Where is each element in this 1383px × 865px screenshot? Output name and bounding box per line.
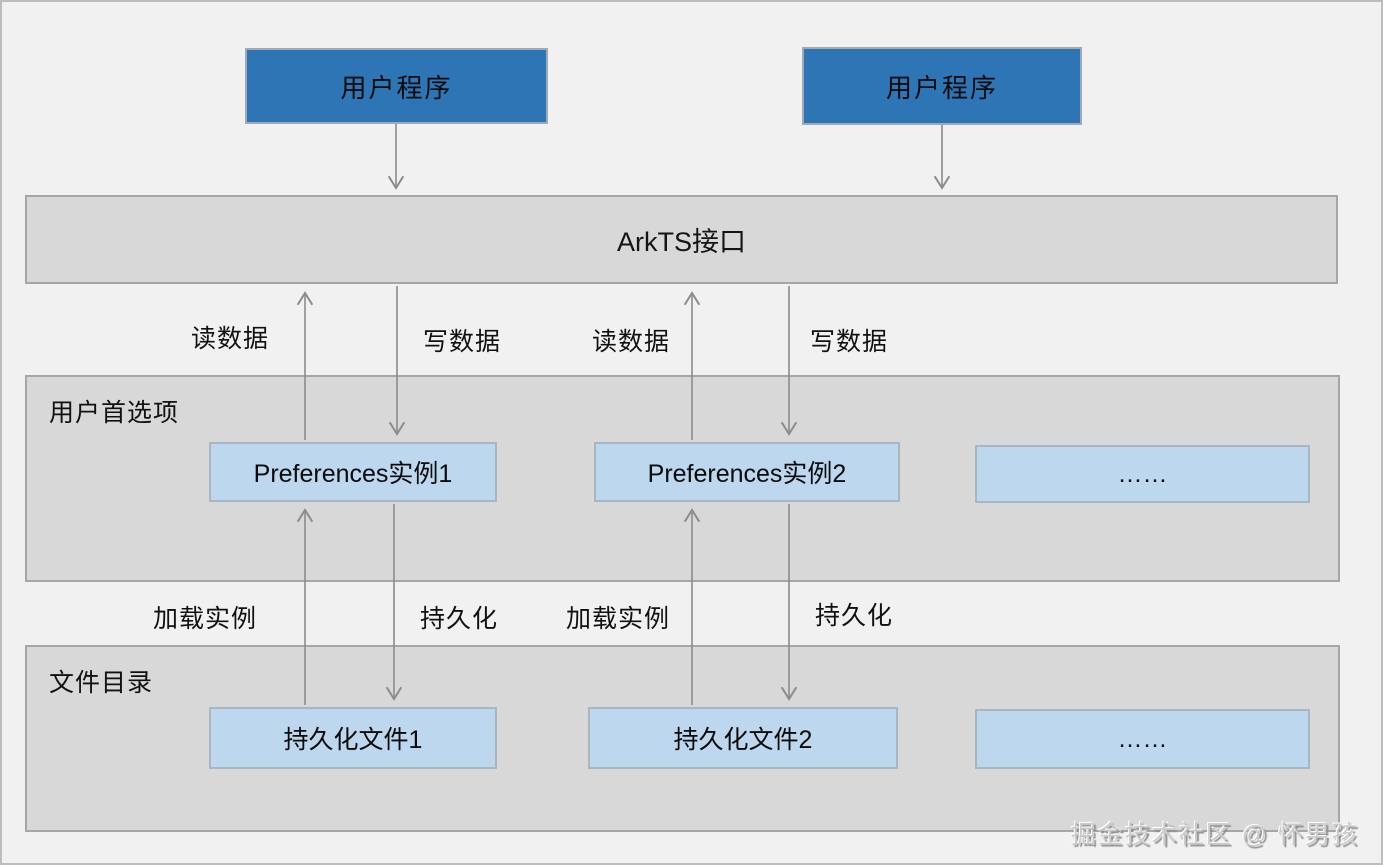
user-app-box-2: 用户程序 [802, 47, 1082, 125]
persisted-file-2-box: 持久化文件2 [588, 707, 898, 769]
persisted-file-2-label: 持久化文件2 [673, 726, 813, 754]
flow-label-write-1: 写数据 [422, 328, 502, 356]
persisted-file-1-box: 持久化文件1 [209, 707, 497, 769]
flow-label-read-2: 读数据 [591, 328, 671, 356]
flow-label-read-1: 读数据 [190, 325, 270, 353]
persisted-file-more-label: …… [1117, 724, 1168, 753]
flow-label-persist-2: 持久化 [814, 602, 894, 630]
preferences-instance-1-label: Preferences实例1 [253, 460, 453, 488]
persisted-file-more-box: …… [975, 709, 1310, 769]
flow-label-write-2: 写数据 [809, 328, 889, 356]
watermark-text: 掘金技术社区 @ 怀男孩 [1070, 821, 1359, 849]
arkts-api-bar: ArkTS接口 [25, 195, 1338, 284]
preferences-instance-more-box: …… [975, 445, 1310, 503]
flow-label-persist-1: 持久化 [419, 605, 499, 633]
flow-label-load-2: 加载实例 [565, 605, 671, 633]
user-app-label-2: 用户程序 [885, 72, 998, 103]
arkts-api-label: ArkTS接口 [616, 227, 746, 257]
persisted-file-1-label: 持久化文件1 [283, 726, 423, 754]
file-layer-title: 文件目录 [49, 669, 154, 697]
preferences-instance-more-label: …… [1117, 459, 1168, 488]
preferences-layer-title: 用户首选项 [49, 399, 180, 427]
preferences-instance-2-box: Preferences实例2 [594, 442, 900, 502]
user-app-label-1: 用户程序 [340, 72, 453, 103]
preferences-instance-1-box: Preferences实例1 [209, 442, 497, 502]
user-app-box-1: 用户程序 [245, 48, 548, 124]
flow-label-load-1: 加载实例 [152, 605, 258, 633]
preferences-instance-2-label: Preferences实例2 [647, 460, 847, 488]
